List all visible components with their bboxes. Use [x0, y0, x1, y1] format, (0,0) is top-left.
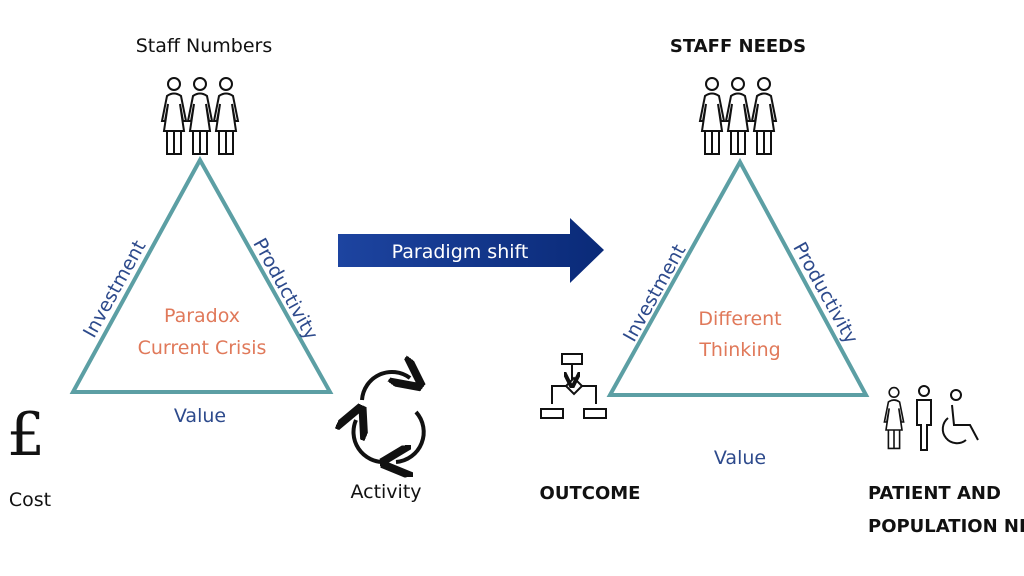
right-triangle	[606, 157, 870, 397]
staff-needs-label: STAFF NEEDS	[670, 36, 806, 57]
investment-label: Investment	[619, 241, 690, 346]
productivity-label: Productivity	[788, 238, 862, 347]
investment-label: Investment	[79, 237, 150, 342]
value-label: Value	[714, 447, 766, 469]
outcome-label: OUTCOME	[540, 483, 641, 504]
paradigm-shift-label: Paradigm shift	[392, 241, 529, 263]
cycle-icon	[353, 372, 423, 462]
left-triangle	[69, 155, 334, 394]
patients-icon	[883, 385, 979, 451]
productivity-label: Productivity	[248, 234, 322, 343]
center-line-2: Thinking	[698, 339, 780, 361]
paradigm-shift-arrow: Paradigm shift	[338, 218, 604, 283]
patient-population-label-line-1: PATIENT AND	[868, 483, 1001, 504]
flowchart-icon	[540, 353, 607, 419]
staff-icon	[161, 77, 239, 155]
right-triangle-group: STAFF NEEDS Investment Productivity Valu…	[540, 36, 1024, 537]
center-line-1: Different	[698, 308, 781, 330]
staff-numbers-label: Staff Numbers	[136, 35, 273, 57]
patient-population-label-line-2: POPULATION NEEDS	[868, 516, 1024, 537]
value-label: Value	[174, 405, 226, 427]
pound-icon: £	[7, 400, 45, 470]
staff-icon	[699, 77, 777, 155]
center-line-1: Paradox	[164, 305, 240, 327]
center-line-2: Current Crisis	[138, 337, 267, 359]
cost-label: Cost	[9, 489, 51, 511]
activity-label: Activity	[350, 481, 421, 503]
left-triangle-group: Staff Numbers Investment Productivity Va…	[7, 35, 424, 511]
